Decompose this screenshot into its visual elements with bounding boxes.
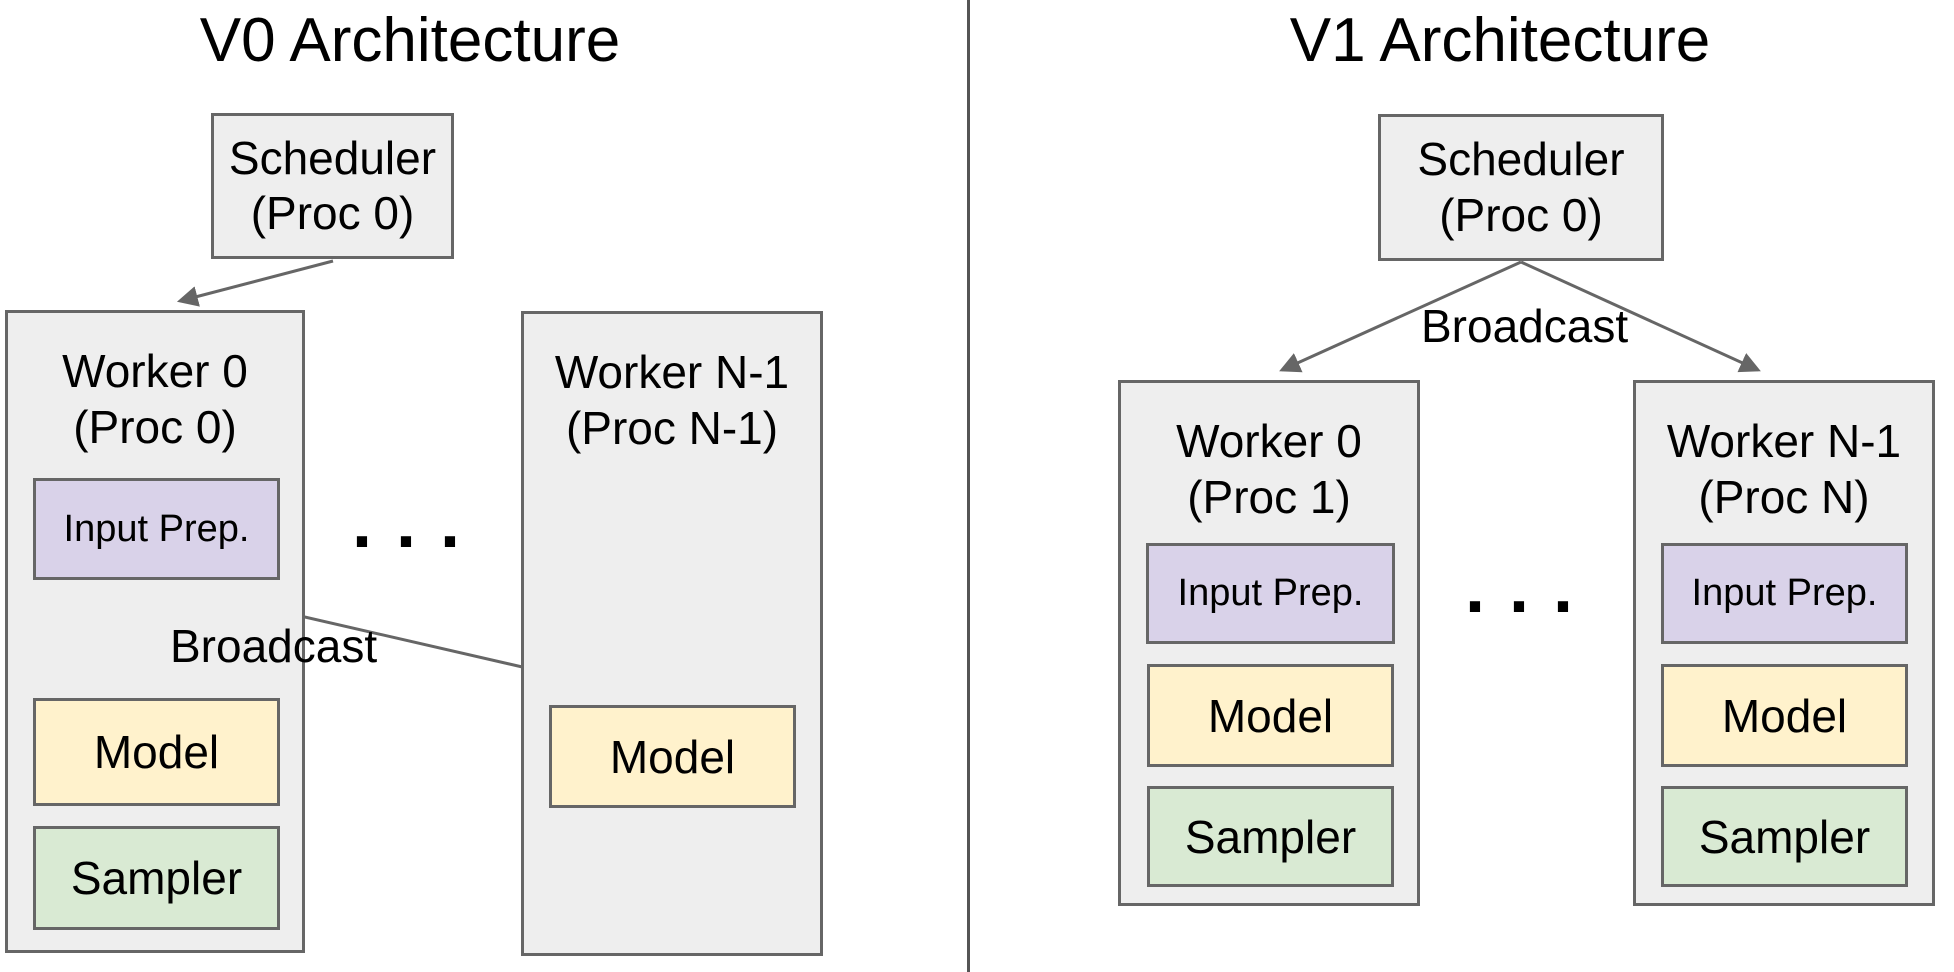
v1-worker0-sampler-box: Sampler: [1147, 786, 1394, 887]
v0-scheduler-box: Scheduler (Proc 0): [211, 113, 454, 259]
v1-workerN-label-line1: Worker N-1: [1666, 415, 1902, 467]
v1-title: V1 Architecture: [1289, 6, 1711, 75]
v1-worker0-input-prep-label: Input Prep.: [1177, 572, 1364, 614]
v0-worker0-label-line2: (Proc 0): [73, 401, 237, 454]
v1-workerN-model-box: Model: [1661, 664, 1908, 767]
v1-scheduler-box: Scheduler (Proc 0): [1378, 114, 1664, 261]
v1-workerN-model-label: Model: [1721, 689, 1848, 742]
v0-worker0-label: Worker 0 (Proc 0): [8, 313, 302, 455]
v1-workerN-input-prep-box: Input Prep.: [1661, 543, 1908, 644]
v1-workerN-sampler-label: Sampler: [1698, 810, 1871, 863]
v1-worker0-label-line1: Worker 0: [1176, 415, 1362, 467]
v0-worker0-sampler-label: Sampler: [70, 852, 243, 904]
v1-ellipsis: ...: [1465, 548, 1598, 628]
v1-workerN-input-prep-label: Input Prep.: [1691, 572, 1878, 614]
v0-workerN-model-label: Model: [609, 730, 736, 783]
v0-workerN-box: Worker N-1 (Proc N-1): [521, 311, 823, 956]
arrow-v0-scheduler-to-worker0: [176, 259, 334, 307]
v0-workerN-label: Worker N-1 (Proc N-1): [524, 314, 820, 456]
v1-worker0-input-prep-box: Input Prep.: [1146, 543, 1395, 644]
v0-worker0-model-label: Model: [93, 726, 220, 778]
v1-broadcast-label: Broadcast: [1421, 300, 1629, 352]
v1-workerN-label-line2: (Proc N): [1698, 471, 1870, 524]
v1-scheduler-label-line2: (Proc 0): [1439, 188, 1603, 241]
v0-worker0-sampler-box: Sampler: [33, 826, 280, 930]
v0-worker0-input-prep-label: Input Prep.: [63, 507, 250, 550]
v1-worker0-label-line2: (Proc 1): [1187, 471, 1351, 524]
v0-scheduler-label-line2: (Proc 0): [250, 187, 415, 239]
v0-worker0-label-line1: Worker 0: [62, 345, 248, 397]
v0-title: V0 Architecture: [199, 6, 621, 75]
v0-workerN-model-box: Model: [549, 705, 796, 808]
v1-worker0-model-box: Model: [1147, 664, 1394, 767]
v0-ellipsis: ...: [352, 483, 485, 563]
v0-broadcast-label: Broadcast: [170, 620, 378, 672]
v1-workerN-sampler-box: Sampler: [1661, 786, 1908, 887]
v1-scheduler-label-line1: Scheduler: [1417, 133, 1625, 186]
section-divider: [967, 0, 970, 972]
v0-workerN-label-line1: Worker N-1: [554, 346, 790, 398]
v0-worker0-model-box: Model: [33, 698, 280, 806]
v1-worker0-model-label: Model: [1207, 689, 1334, 742]
v1-worker0-sampler-label: Sampler: [1184, 810, 1357, 863]
v1-workerN-label: Worker N-1 (Proc N): [1636, 383, 1932, 525]
v0-workerN-label-line2: (Proc N-1): [565, 402, 779, 455]
v0-scheduler-label-line1: Scheduler: [228, 131, 437, 184]
v1-worker0-label: Worker 0 (Proc 1): [1121, 383, 1417, 525]
v0-worker0-input-prep-box: Input Prep.: [33, 478, 280, 580]
